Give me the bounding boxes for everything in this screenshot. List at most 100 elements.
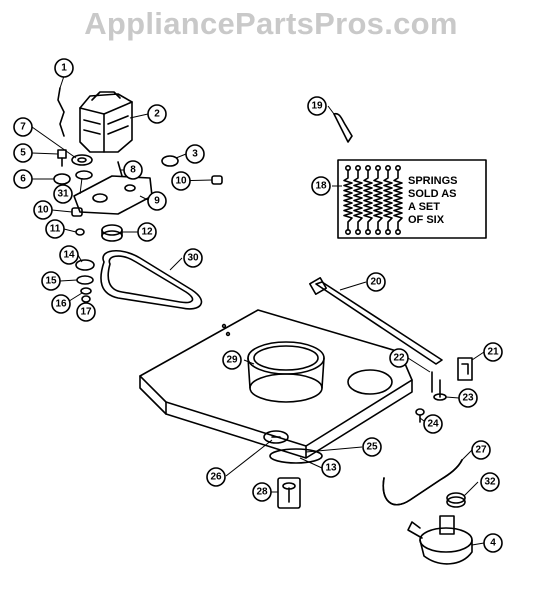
callout-18: 18 bbox=[311, 176, 331, 196]
springs-note: SPRINGS SOLD AS A SET OF SIX bbox=[408, 175, 480, 227]
svg-text:22: 22 bbox=[393, 353, 405, 364]
part-20-rod bbox=[309, 277, 443, 365]
callout-19: 19 bbox=[307, 96, 327, 116]
callout-6: 6 bbox=[13, 169, 33, 189]
part-30-belt bbox=[100, 250, 203, 310]
svg-text:30: 30 bbox=[187, 253, 199, 264]
spring-coil bbox=[343, 169, 353, 231]
springs-note-line-1: SPRINGS bbox=[408, 175, 458, 187]
svg-text:10: 10 bbox=[175, 176, 187, 187]
part-18-springs-set bbox=[337, 159, 487, 239]
callout-17: 17 bbox=[76, 302, 96, 322]
svg-text:11: 11 bbox=[50, 224, 61, 235]
spring-hook bbox=[344, 165, 351, 172]
svg-text:29: 29 bbox=[226, 355, 238, 366]
part-26-plate bbox=[263, 430, 289, 444]
spring-coil bbox=[393, 169, 403, 231]
svg-text:6: 6 bbox=[20, 174, 26, 185]
callout-3: 3 bbox=[185, 144, 205, 164]
svg-text:8: 8 bbox=[130, 165, 136, 176]
callout-29: 29 bbox=[222, 350, 242, 370]
spring-hook bbox=[374, 229, 381, 236]
part-2-housing bbox=[79, 91, 133, 153]
callout-22: 22 bbox=[389, 348, 409, 368]
part-8-pin bbox=[117, 161, 123, 177]
svg-text:16: 16 bbox=[55, 299, 67, 310]
part-17-washer bbox=[81, 295, 91, 303]
part-10-nut-a bbox=[211, 175, 223, 185]
part-23-washer bbox=[433, 379, 447, 401]
callout-32: 32 bbox=[480, 472, 500, 492]
svg-text:5: 5 bbox=[20, 148, 26, 159]
spring-hook bbox=[374, 165, 381, 172]
springs-note-line-3: A SET bbox=[408, 201, 440, 213]
watermark: AppliancePartsPros.com bbox=[84, 6, 458, 41]
callout-10b: 10 bbox=[33, 200, 53, 220]
callout-5: 5 bbox=[13, 143, 33, 163]
callout-20: 20 bbox=[366, 272, 386, 292]
part-12-pulley-nut bbox=[101, 224, 123, 242]
spring-coil bbox=[383, 169, 393, 231]
callout-13: 13 bbox=[321, 458, 341, 478]
part-3-grommet bbox=[161, 155, 179, 167]
svg-text:23: 23 bbox=[462, 393, 474, 404]
callout-28: 28 bbox=[252, 482, 272, 502]
part-5-screw bbox=[57, 149, 67, 167]
svg-text:12: 12 bbox=[141, 227, 153, 238]
callout-25: 25 bbox=[362, 437, 382, 457]
part-6-washer bbox=[53, 173, 71, 185]
callout-14: 14 bbox=[59, 245, 79, 265]
callout-15: 15 bbox=[41, 271, 61, 291]
callout-27: 27 bbox=[471, 440, 491, 460]
svg-text:10: 10 bbox=[37, 205, 49, 216]
callout-26: 26 bbox=[206, 467, 226, 487]
svg-text:20: 20 bbox=[370, 277, 382, 288]
svg-text:15: 15 bbox=[45, 276, 57, 287]
part-32-clamp bbox=[446, 492, 466, 508]
svg-text:9: 9 bbox=[154, 196, 160, 207]
svg-text:1: 1 bbox=[61, 63, 67, 74]
part-25-base bbox=[139, 309, 413, 459]
svg-text:2: 2 bbox=[154, 109, 160, 120]
callout-1: 1 bbox=[54, 58, 74, 78]
callout-2: 2 bbox=[147, 104, 167, 124]
callout-30: 30 bbox=[183, 248, 203, 268]
svg-text:21: 21 bbox=[487, 347, 499, 358]
callout-10a: 10 bbox=[171, 171, 191, 191]
svg-text:4: 4 bbox=[490, 538, 496, 549]
callout-31: 31 bbox=[53, 184, 73, 204]
callout-7: 7 bbox=[13, 117, 33, 137]
svg-text:17: 17 bbox=[80, 307, 92, 318]
callout-11: 11 bbox=[45, 219, 65, 239]
part-7-bushing bbox=[71, 154, 93, 166]
svg-text:26: 26 bbox=[210, 472, 222, 483]
base-opening bbox=[347, 369, 393, 395]
svg-text:18: 18 bbox=[315, 181, 327, 192]
part-14-pulley bbox=[75, 259, 95, 271]
svg-text:24: 24 bbox=[427, 419, 439, 430]
part-16-spacer bbox=[80, 287, 92, 295]
part-29-hub bbox=[247, 341, 325, 403]
callout-21: 21 bbox=[483, 342, 503, 362]
spring-coil bbox=[363, 169, 373, 231]
svg-text:32: 32 bbox=[484, 477, 496, 488]
part-28-bolt bbox=[277, 477, 301, 509]
part-1-clip bbox=[57, 87, 65, 137]
spring-hook bbox=[354, 165, 361, 172]
part-9-bracket bbox=[73, 175, 153, 215]
part-11-ring bbox=[75, 228, 85, 236]
spring-hook bbox=[384, 229, 391, 236]
callout-16: 16 bbox=[51, 294, 71, 314]
callout-8: 8 bbox=[123, 160, 143, 180]
spring-hook bbox=[394, 165, 401, 172]
callout-23: 23 bbox=[458, 388, 478, 408]
svg-text:14: 14 bbox=[63, 250, 75, 261]
spring-hook bbox=[394, 229, 401, 236]
svg-text:3: 3 bbox=[192, 149, 198, 160]
part-4-pump bbox=[407, 515, 473, 565]
part-31-washer bbox=[75, 170, 93, 180]
svg-text:25: 25 bbox=[366, 442, 378, 453]
springs-note-line-2: SOLD AS bbox=[408, 188, 457, 200]
